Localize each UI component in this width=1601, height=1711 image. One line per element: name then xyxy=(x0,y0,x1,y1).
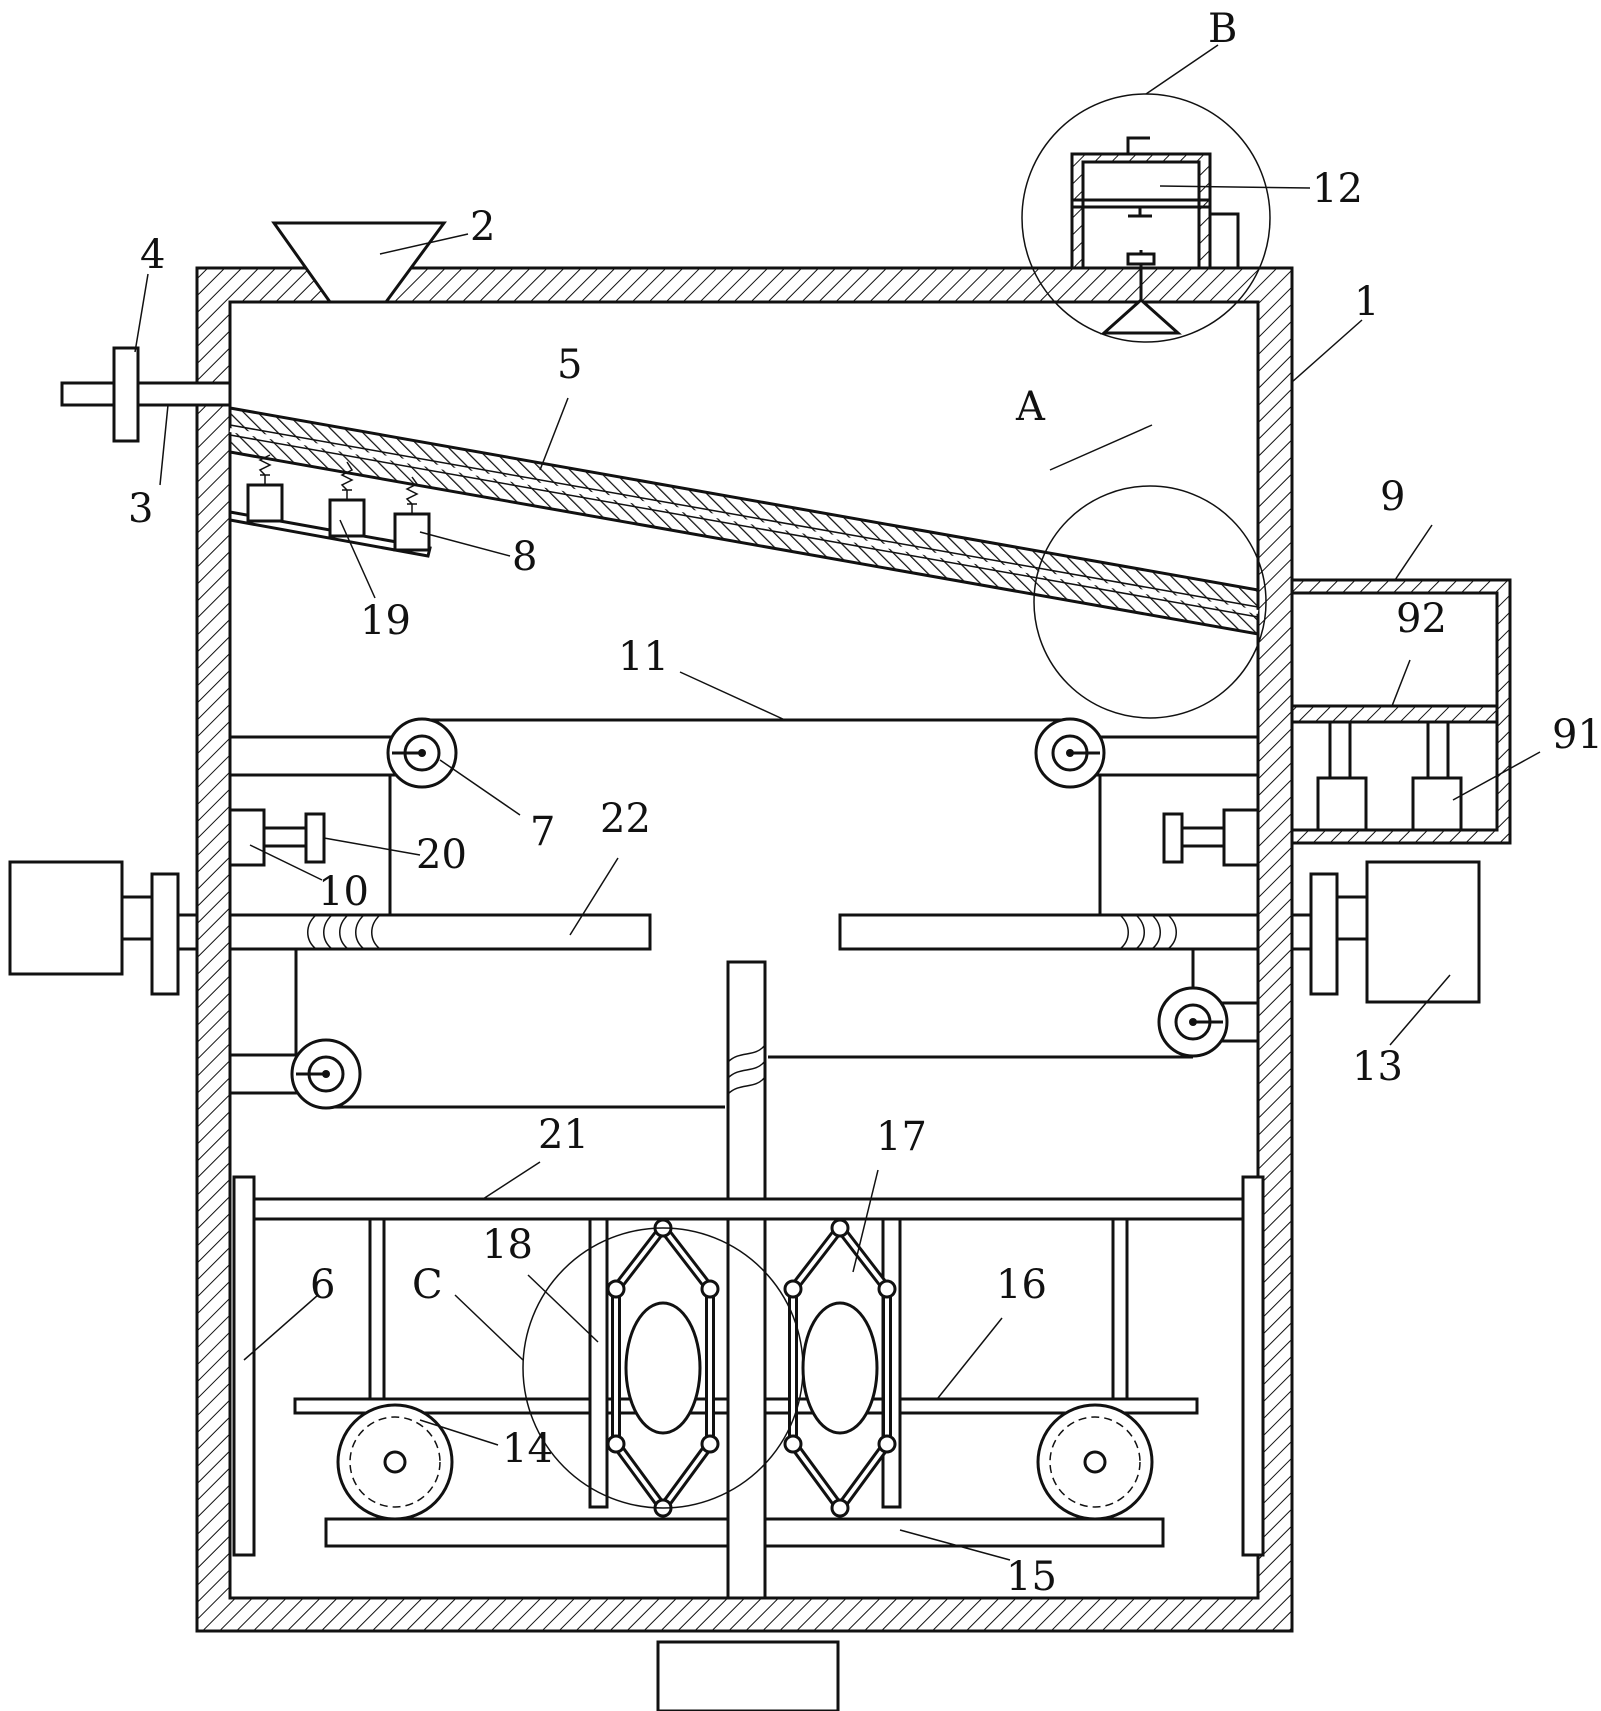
label-c: C xyxy=(412,1262,443,1308)
top-module xyxy=(1070,136,1240,335)
label-7: 7 xyxy=(530,809,555,855)
label-4: 4 xyxy=(140,232,165,278)
label-20: 20 xyxy=(416,832,467,878)
detail-circles xyxy=(522,93,1271,1509)
label-3: 3 xyxy=(128,486,153,532)
labels: B 12 2 4 1 5 A 3 8 9 92 19 11 91 7 22 20… xyxy=(128,6,1601,1600)
inclined-screen xyxy=(228,406,1260,636)
leader-lines xyxy=(134,44,1541,1561)
label-19: 19 xyxy=(360,598,411,644)
label-14: 14 xyxy=(502,1426,553,1472)
label-8: 8 xyxy=(512,534,537,580)
label-91: 91 xyxy=(1552,712,1601,758)
upper-belt xyxy=(228,717,1260,789)
label-18: 18 xyxy=(482,1222,533,1268)
label-b: B xyxy=(1208,6,1237,52)
label-9: 9 xyxy=(1380,474,1405,520)
clamps xyxy=(228,808,1260,867)
label-1: 1 xyxy=(1354,279,1379,325)
housing xyxy=(195,266,1294,1633)
label-17: 17 xyxy=(876,1114,927,1160)
label-16: 16 xyxy=(996,1262,1047,1308)
label-10: 10 xyxy=(318,869,369,915)
lower-belt xyxy=(228,986,1260,1110)
inlet-pipe xyxy=(60,346,232,443)
label-13: 13 xyxy=(1352,1044,1403,1090)
label-22: 22 xyxy=(600,796,651,842)
label-11: 11 xyxy=(618,634,669,680)
label-15: 15 xyxy=(1006,1554,1057,1600)
feed-hopper xyxy=(271,221,447,304)
label-2: 2 xyxy=(470,204,495,250)
label-12: 12 xyxy=(1312,166,1363,212)
wheels xyxy=(336,1403,1154,1521)
label-5: 5 xyxy=(557,342,582,388)
label-6: 6 xyxy=(310,1262,335,1308)
label-21: 21 xyxy=(538,1112,589,1158)
side-box xyxy=(1290,578,1512,845)
label-a: A xyxy=(1015,384,1046,430)
grinding-linkages xyxy=(588,1217,902,1518)
label-92: 92 xyxy=(1396,596,1447,642)
central-shaft xyxy=(656,960,840,1711)
horizontal-shafts xyxy=(8,860,1481,1004)
